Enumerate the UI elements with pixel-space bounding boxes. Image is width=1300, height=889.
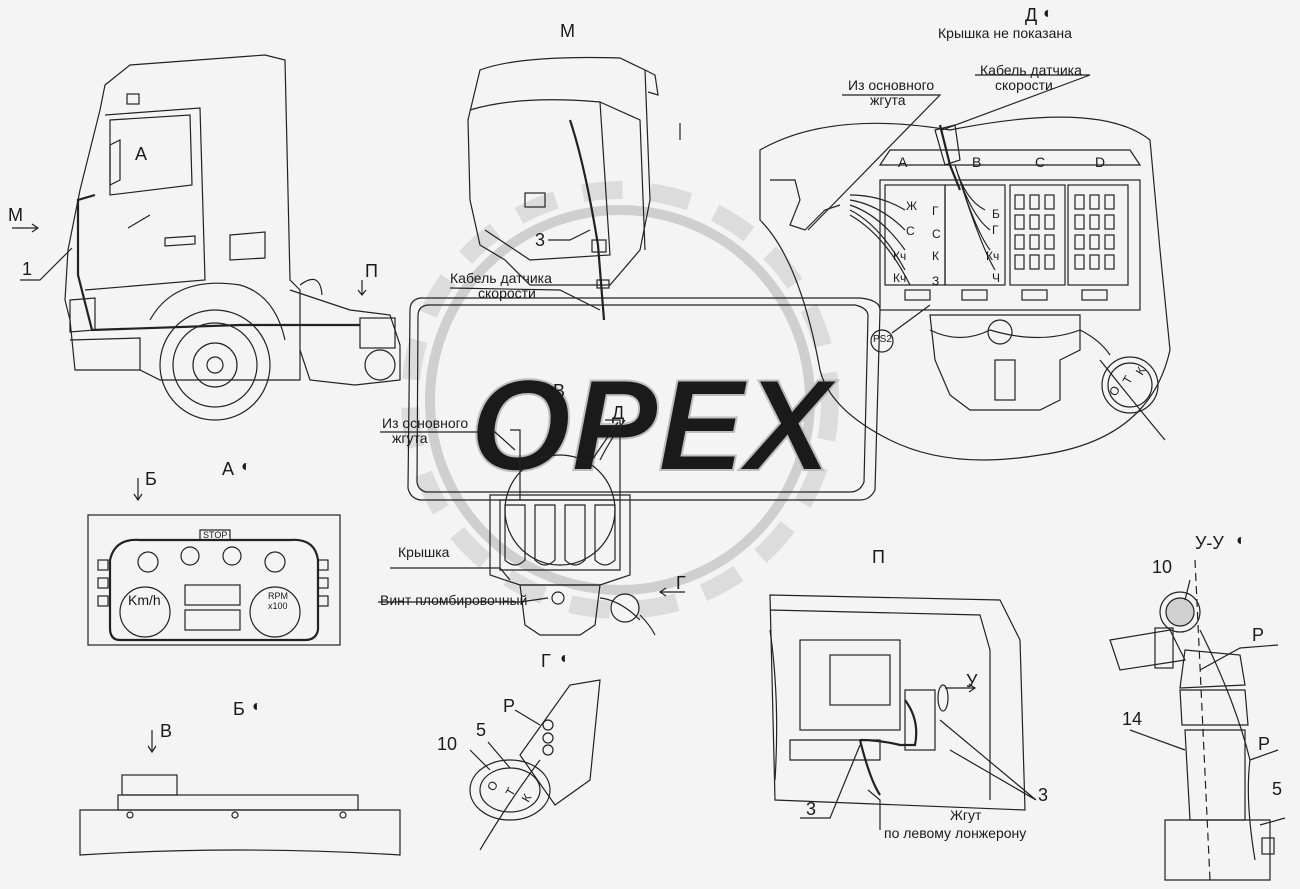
callout-r-u1: Р xyxy=(1252,625,1265,645)
view-uu-connector xyxy=(1109,559,1275,881)
callout-3-left: 3 xyxy=(806,799,817,819)
callout-5-u: 5 xyxy=(1272,779,1283,799)
view-p-gearbox xyxy=(769,594,1026,811)
fuse-col-d: D xyxy=(1095,154,1106,170)
view-arrow-b: Б xyxy=(145,469,157,489)
note-speed-cable-d-2: скорости xyxy=(995,77,1053,93)
fuse-label-l1: Ж xyxy=(906,199,918,213)
fuse-label-l3: Кч xyxy=(893,249,907,263)
fuse-label-ml2: С xyxy=(932,227,941,241)
view-arrow-d: Д xyxy=(612,403,625,423)
fuse-label-ml4: З xyxy=(932,274,940,288)
view-d-circle-icon: ◐ xyxy=(1043,5,1053,22)
note-speed-cable-2: скорости xyxy=(478,285,536,301)
fuse-label-ml3: К xyxy=(932,249,939,263)
view-a-dashboard xyxy=(87,514,341,646)
note-harness-1: Жгут xyxy=(950,807,982,823)
fuse-col-a: A xyxy=(898,154,908,170)
view-g-seal xyxy=(469,679,601,851)
callout-1: 1 xyxy=(22,259,33,279)
view-uu-circle-icon: ◐ xyxy=(1236,532,1246,549)
view-arrow-g: Г xyxy=(676,573,686,593)
view-label-m-left: М xyxy=(8,205,23,225)
view-label-a: А xyxy=(222,459,235,479)
view-label-d: Д xyxy=(1025,5,1038,25)
dashboard-speed-unit: Km/h xyxy=(128,592,161,608)
callout-r-g: Р xyxy=(503,696,516,716)
view-arrow-v: В xyxy=(160,721,173,741)
note-speed-cable-d-1: Кабель датчика xyxy=(980,62,1082,78)
callout-5-g: 5 xyxy=(476,720,487,740)
note-speed-cable-1: Кабель датчика xyxy=(450,270,552,286)
fuse-label-mr2: Г xyxy=(992,223,999,237)
view-b-box xyxy=(79,774,401,856)
watermark-gear xyxy=(401,181,839,619)
view-g-circle-icon: ◐ xyxy=(560,650,570,667)
view-label-b: Б xyxy=(233,699,245,719)
view-b-circle-icon: ◐ xyxy=(252,698,262,715)
note-cover: Крышка xyxy=(398,544,450,560)
note-seal-screw: Винт пломбировочный xyxy=(380,592,528,608)
callout-10-u: 10 xyxy=(1152,557,1173,577)
fuse-label-ml1: Г xyxy=(932,204,939,218)
fuse-col-b: B xyxy=(972,154,982,170)
truck-cab-side-view xyxy=(64,54,401,421)
note-from-main-harness-d-1: Из основного xyxy=(848,77,935,93)
view-label-p: П xyxy=(872,547,885,567)
view-arrow-u: У xyxy=(966,671,978,691)
callout-14: 14 xyxy=(1122,709,1143,729)
note-from-main-harness-2: жгута xyxy=(392,430,428,446)
view-v-cover xyxy=(407,297,881,636)
view-label-m-top: М xyxy=(560,21,575,41)
view-arrow-p: П xyxy=(365,261,378,281)
dashboard-rpm-scale: x100 xyxy=(268,601,288,611)
callout-10-g: 10 xyxy=(437,734,458,754)
callout-3-top: 3 xyxy=(535,230,546,250)
note-harness-2: по левому лонжерону xyxy=(884,825,1027,841)
note-from-main-harness-1: Из основного xyxy=(382,415,469,431)
leader-lines xyxy=(20,74,1286,830)
view-arrow-a: А xyxy=(135,144,148,164)
callout-r-u2: Р xyxy=(1258,734,1271,754)
dashboard-stop: STOP xyxy=(203,530,228,540)
view-m-cab-rear xyxy=(467,56,659,321)
fuse-label-mr3: Кч xyxy=(986,249,1000,263)
fuse-label-mr1: Б xyxy=(992,207,1000,221)
fuse-label-l2: С xyxy=(906,224,915,238)
fuse-col-c: C xyxy=(1035,154,1046,170)
view-a-circle-icon: ◐ xyxy=(241,458,251,475)
dashboard-rpm: RPM xyxy=(268,591,288,601)
view-label-v: В xyxy=(553,381,566,401)
view-label-g: Г xyxy=(541,651,551,671)
view-d-fuse-block xyxy=(759,116,1171,461)
note-ps2: PS2 xyxy=(873,334,892,345)
callout-3-right: 3 xyxy=(1038,785,1049,805)
note-from-main-harness-d-2: жгута xyxy=(870,92,906,108)
note-cover-not-shown: Крышка не показана xyxy=(938,25,1072,41)
fuse-label-l4: Кч xyxy=(893,271,907,285)
view-label-uu: У-У xyxy=(1195,533,1224,553)
view-arrows xyxy=(12,123,977,754)
fuse-label-mr4: Ч xyxy=(992,271,1000,285)
watermark-text: OPEX xyxy=(470,352,839,498)
